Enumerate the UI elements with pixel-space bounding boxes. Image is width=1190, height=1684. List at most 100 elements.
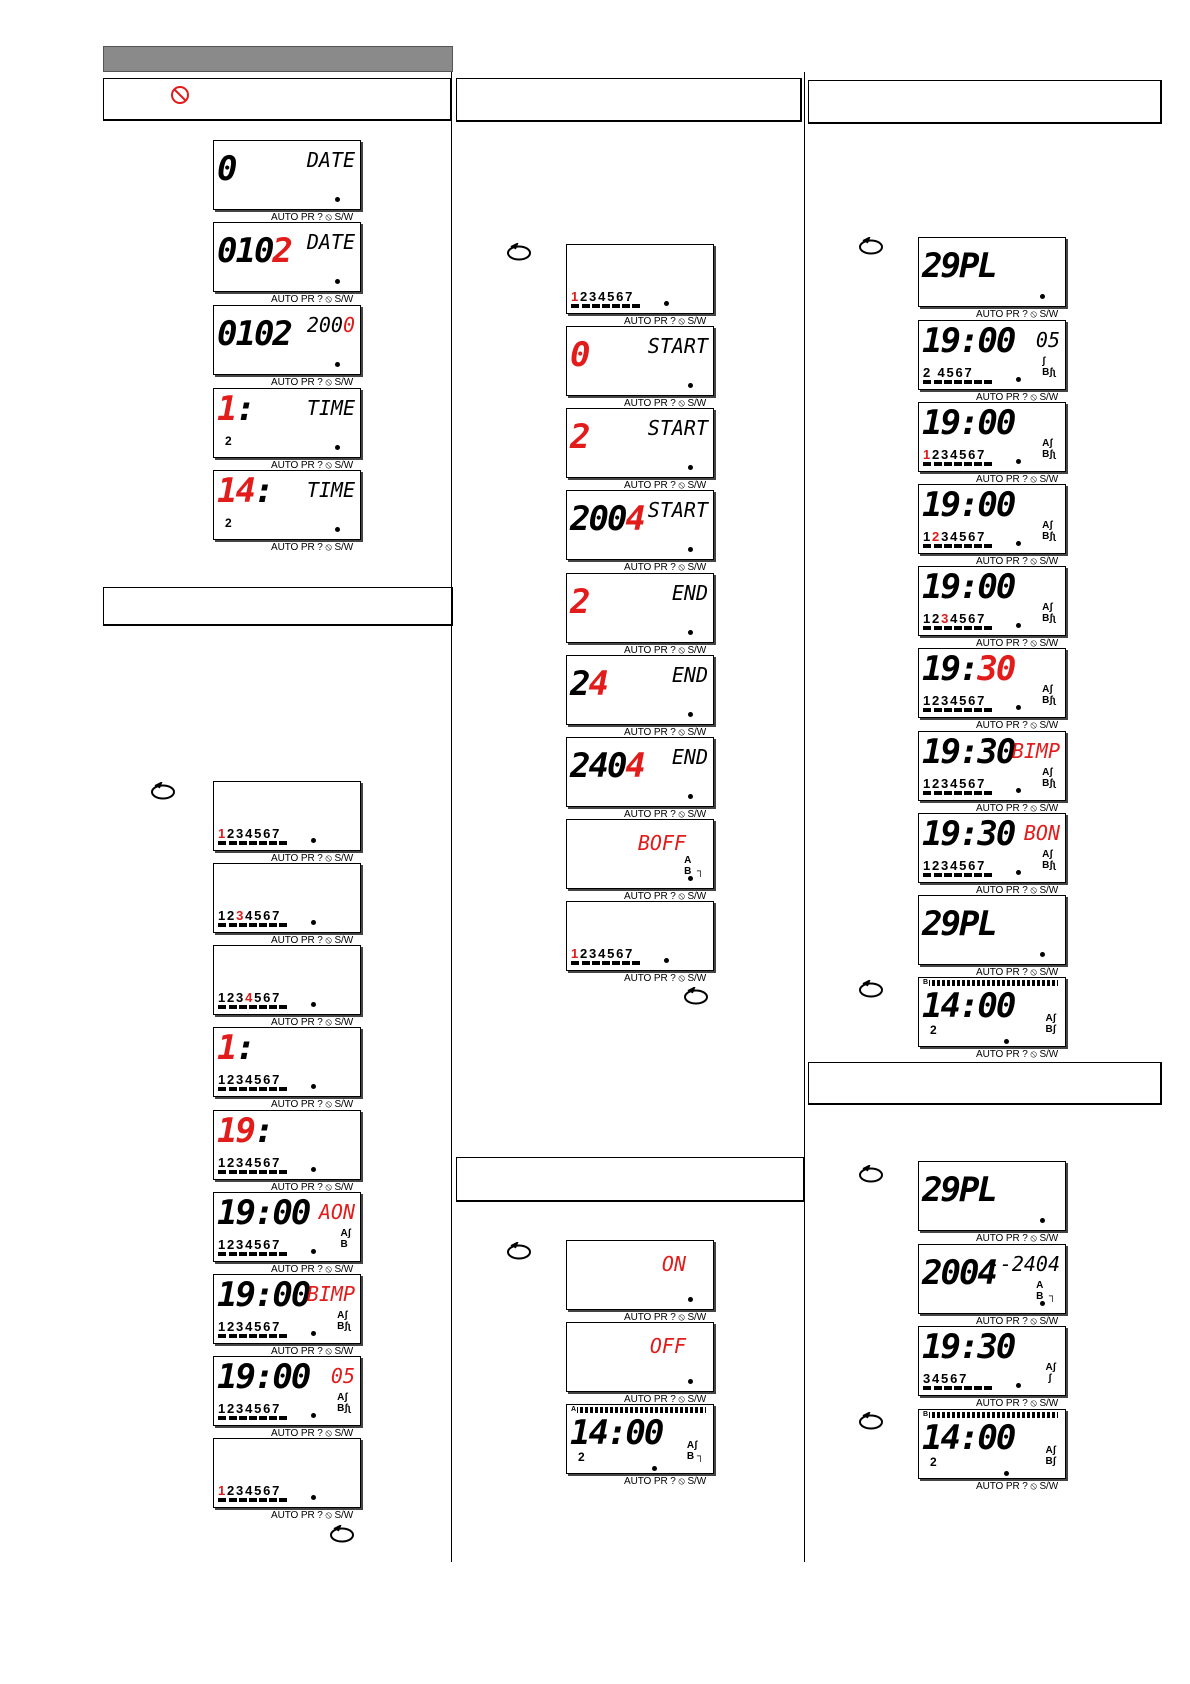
- status-line: AUTO PR ? ⦸ S/W: [624, 645, 707, 656]
- day-number: 2: [930, 1455, 937, 1469]
- display-main-digits: 19:00: [217, 1196, 311, 1230]
- weekday-digits: 1234567: [923, 776, 987, 791]
- lcd-frame: [918, 1409, 1066, 1479]
- weekday-bar: [269, 1334, 277, 1338]
- main-digits: 14:00: [922, 1418, 1016, 1458]
- weekday-bar: [934, 462, 942, 466]
- weekday-digits: 2 4567: [923, 365, 974, 380]
- main-digits-active: 2: [272, 231, 293, 271]
- weekday-bar: [229, 841, 237, 845]
- display-aux-text: TIME: [307, 398, 355, 418]
- status-dot: [311, 1331, 316, 1336]
- weekday-bar: [934, 544, 942, 548]
- weekday-bar: [984, 1386, 992, 1390]
- circular-arrow-icon: [330, 1525, 354, 1543]
- main-digits: 19:30: [922, 732, 1016, 772]
- status-line: AUTO PR ? ⦸ S/W: [271, 1346, 354, 1357]
- main-digits: 14:00: [570, 1413, 664, 1453]
- weekday-active: 1: [571, 289, 581, 304]
- status-dot: [311, 1084, 316, 1089]
- weekday-list: 1234567: [923, 611, 986, 626]
- channel-ab-indicator: Aʃ Bʃʅ: [337, 1310, 351, 1332]
- weekday-digits: 1234567: [923, 858, 987, 873]
- weekday-bar: [582, 961, 590, 965]
- weekday-bar: [229, 1498, 237, 1502]
- weekday-bar: [269, 841, 277, 845]
- weekday-bar: [934, 626, 942, 630]
- aux-text-active: BON: [1023, 821, 1060, 845]
- weekday-bar: [984, 791, 992, 795]
- status-dot: [688, 794, 693, 799]
- weekday-bar: [229, 1170, 237, 1174]
- main-digits-active: 1: [217, 1028, 238, 1068]
- weekday-active: 1: [218, 826, 228, 841]
- weekday-bars: [218, 1170, 290, 1174]
- weekday-active: 3: [941, 611, 951, 626]
- lcd-frame: [566, 244, 714, 314]
- weekday-bar: [239, 1087, 247, 1091]
- weekday-bar: [279, 1170, 287, 1174]
- main-digits: 19:00: [922, 485, 1016, 525]
- weekday-bar: [923, 1386, 931, 1390]
- display-main-digits: 14:00: [922, 1418, 1016, 1458]
- channel-ab-indicator: Aʃ ʃ: [1045, 1362, 1056, 1384]
- lcd-frame: [213, 470, 361, 540]
- weekday-bar: [964, 380, 972, 384]
- weekday-bar: [964, 462, 972, 466]
- weekday-bar: [954, 791, 962, 795]
- section-header-review: [808, 1062, 1162, 1105]
- section-header-program: [103, 587, 453, 626]
- main-digits-active: 4: [588, 664, 609, 704]
- status-dot: [1016, 705, 1021, 710]
- weekday-bars: [923, 626, 995, 630]
- status-line: AUTO PR ? ⦸ S/W: [976, 556, 1059, 567]
- status-dot: [311, 1249, 316, 1254]
- weekday-list: 2 4567: [923, 365, 974, 380]
- main-digits: 29PL: [922, 904, 998, 944]
- weekday-bar: [269, 1170, 277, 1174]
- weekday-bar: [632, 304, 640, 308]
- circular-arrow-icon: [507, 1242, 531, 1260]
- weekday-active: 1: [571, 946, 581, 961]
- weekday-bar: [954, 873, 962, 877]
- weekday-active: 1: [923, 447, 933, 462]
- weekday-bars: [923, 462, 995, 466]
- lcd-frame: [213, 1110, 361, 1180]
- weekday-digits: 234567: [580, 289, 635, 304]
- weekday-bar: [249, 1005, 257, 1009]
- weekday-bar: [944, 544, 952, 548]
- circular-arrow-icon: [507, 243, 531, 261]
- weekday-bar: [239, 1170, 247, 1174]
- main-digits: :: [235, 389, 256, 429]
- weekday-bar: [954, 626, 962, 630]
- circular-arrow-icon: [859, 237, 883, 255]
- status-dot: [311, 1167, 316, 1172]
- weekday-bars: [923, 544, 995, 548]
- display-aux-text: START: [648, 500, 708, 520]
- weekday-bar: [934, 708, 942, 712]
- display-main-digits: 0102: [217, 317, 293, 351]
- weekday-active: 3: [236, 908, 246, 923]
- aux-text: START: [647, 498, 708, 522]
- status-dot: [688, 383, 693, 388]
- aux-text: TIME: [306, 396, 355, 420]
- main-digits: 14:00: [922, 986, 1016, 1026]
- channel-ab-indicator: Aʃ Bʃʅ: [1042, 602, 1056, 624]
- channel-ab-indicator: Aʃ Bʃ: [1045, 1013, 1056, 1035]
- weekday-bar: [249, 1170, 257, 1174]
- status-line: AUTO PR ? ⦸ S/W: [976, 474, 1059, 485]
- display-aux-text: 05: [331, 1366, 355, 1386]
- weekday-bar: [944, 380, 952, 384]
- status-dot: [1016, 623, 1021, 628]
- channel-ab-indicator: Aʃ Bʃʅ: [1042, 849, 1056, 871]
- aux-text: DATE: [306, 230, 355, 254]
- day-number: 2: [225, 516, 232, 530]
- weekday-bar: [923, 462, 931, 466]
- status-dot: [1040, 1301, 1045, 1306]
- lcd-frame: [918, 1326, 1066, 1396]
